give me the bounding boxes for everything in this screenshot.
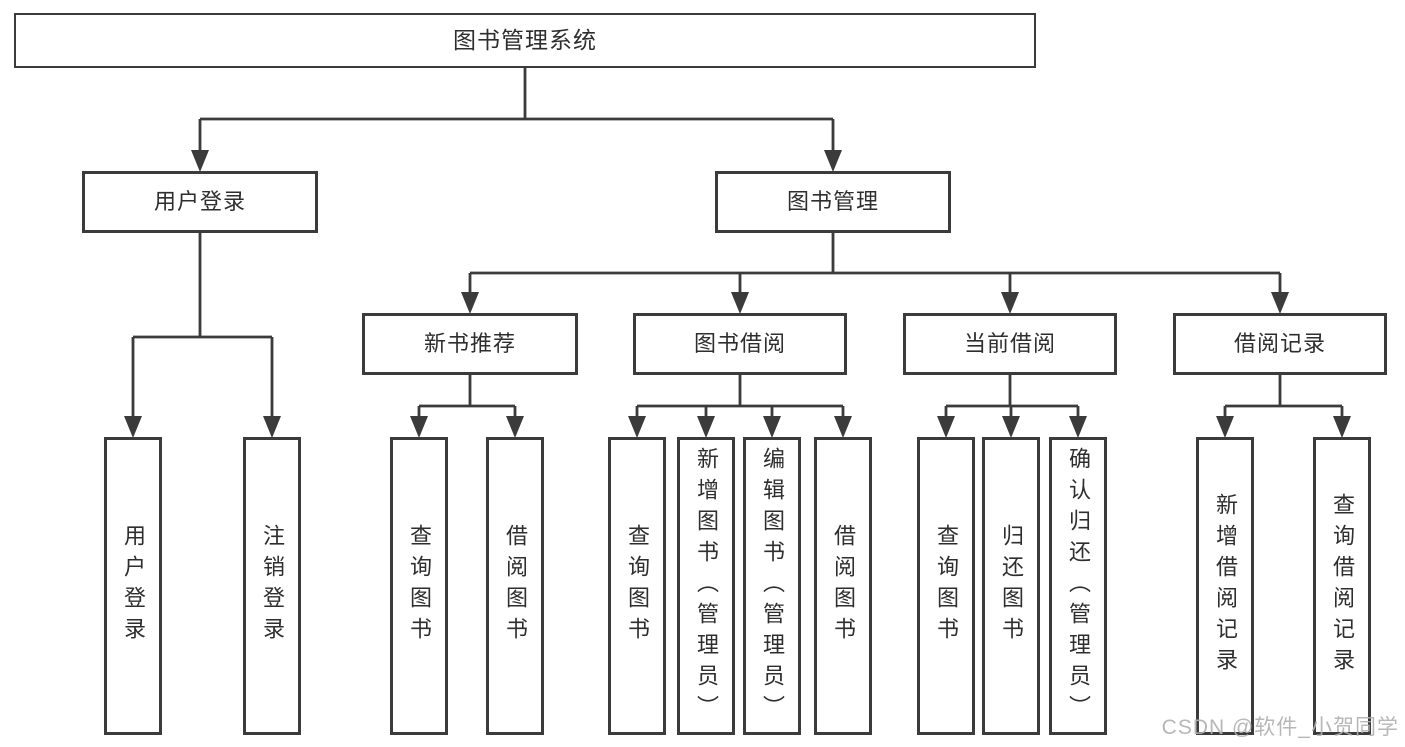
connector-current-borrow-to-leaves	[944, 375, 1080, 418]
node-query-books-borrow-label: 查询图书	[625, 524, 650, 648]
node-borrow-books-recommend-label: 借阅图书	[503, 524, 528, 648]
connector-new-book-recommend-to-leaves	[417, 375, 517, 418]
node-add-borrow-record: 新增借阅记录	[1196, 437, 1254, 735]
node-query-borrow-record: 查询借阅记录	[1313, 437, 1371, 735]
node-query-books-recommend-label: 查询图书	[407, 524, 432, 648]
node-query-books-borrow: 查询图书	[608, 437, 666, 735]
connector-book-management-to-level3	[468, 233, 1282, 294]
node-edit-book-admin: 编辑图书（管理员）	[743, 437, 801, 735]
node-query-books-current: 查询图书	[917, 437, 975, 735]
connector-book-borrow-to-leaves	[635, 375, 845, 418]
node-query-books-current-label: 查询图书	[934, 524, 959, 648]
node-query-borrow-record-label: 查询借阅记录	[1330, 493, 1355, 679]
node-borrow-books-leaf: 借阅图书	[814, 437, 872, 735]
node-confirm-return-admin: 确认归还（管理员）	[1049, 437, 1107, 735]
node-book-management-label: 图书管理	[786, 189, 879, 214]
connector-borrow-records-to-leaves	[1223, 375, 1344, 418]
node-query-books-recommend: 查询图书	[390, 437, 448, 735]
arrowheads	[124, 150, 1351, 438]
node-return-books: 归还图书	[982, 437, 1040, 735]
node-borrow-records: 借阅记录	[1173, 313, 1387, 375]
node-user-login-label: 用户登录	[153, 189, 246, 214]
node-user-login: 用户登录	[82, 171, 318, 233]
node-edit-book-admin-label: 编辑图书（管理员）	[760, 446, 785, 726]
node-logout-leaf-label: 注销登录	[260, 524, 285, 648]
node-book-borrow-label: 图书借阅	[693, 331, 786, 356]
node-book-borrow: 图书借阅	[633, 313, 847, 375]
connector-user-login-to-leaves	[131, 233, 274, 418]
node-root-label: 图书管理系统	[453, 27, 597, 53]
node-borrow-books-leaf-label: 借阅图书	[831, 524, 856, 648]
node-add-book-admin-label: 新增图书（管理员）	[694, 446, 719, 726]
node-borrow-books-recommend: 借阅图书	[486, 437, 544, 735]
node-root: 图书管理系统	[14, 13, 1036, 68]
node-add-book-admin: 新增图书（管理员）	[677, 437, 735, 735]
connector-root-to-level2	[198, 68, 835, 152]
node-new-book-recommend: 新书推荐	[362, 313, 578, 375]
node-current-borrow-label: 当前借阅	[963, 331, 1056, 356]
node-logout-leaf: 注销登录	[243, 437, 301, 735]
node-borrow-records-label: 借阅记录	[1233, 331, 1326, 356]
node-add-borrow-record-label: 新增借阅记录	[1213, 493, 1238, 679]
node-return-books-label: 归还图书	[999, 524, 1024, 648]
watermark: CSDN @软件_小贺同学	[1161, 716, 1399, 739]
node-current-borrow: 当前借阅	[903, 313, 1117, 375]
node-new-book-recommend-label: 新书推荐	[423, 331, 516, 356]
node-book-management: 图书管理	[715, 171, 951, 233]
node-user-login-leaf-label: 用户登录	[121, 524, 146, 648]
node-user-login-leaf: 用户登录	[104, 437, 162, 735]
node-confirm-return-admin-label: 确认归还（管理员）	[1066, 446, 1091, 726]
